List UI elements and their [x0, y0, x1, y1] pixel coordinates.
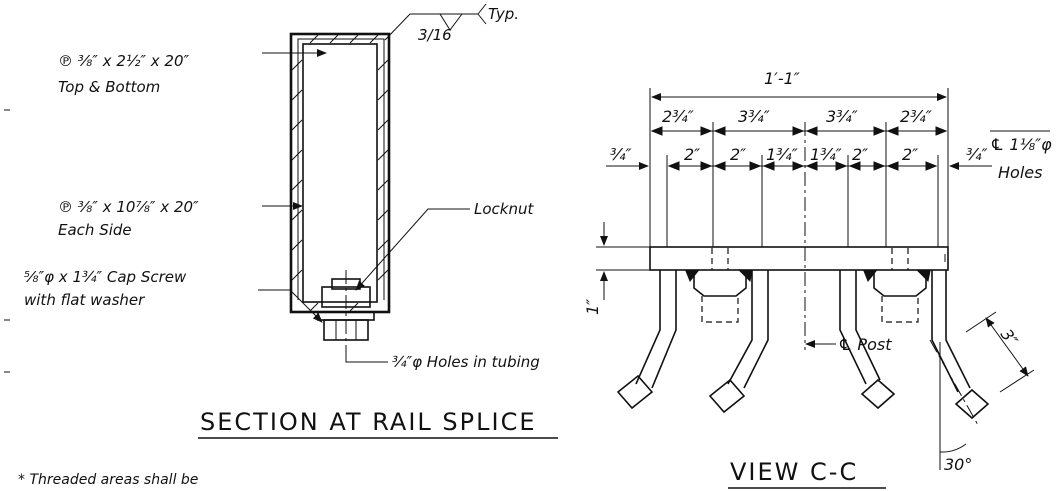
holes-sub-right: Holes — [998, 163, 1042, 182]
inner-plate-line — [297, 38, 385, 300]
dim-row1-b: 3¾″ — [738, 107, 770, 126]
dim-row2-a: ¾″ — [610, 145, 632, 164]
dim-row1-a: 2¾″ — [662, 107, 694, 126]
weld-note: Typ. — [488, 5, 519, 23]
wall-hatching — [291, 34, 389, 312]
dim-row2-g: 2″ — [902, 145, 918, 164]
foot-2 — [708, 378, 746, 414]
cap-screw-head — [323, 319, 369, 341]
holes-label-right: ℄ 1⅛″φ — [990, 135, 1052, 154]
plate-side-sub: Each Side — [58, 221, 132, 239]
dim-row2-e: 1¾″ — [810, 145, 842, 164]
dim-angle: 30° — [944, 455, 972, 474]
plate-top-bottom-sub: Top & Bottom — [58, 78, 160, 96]
plate-side-label: ℗ ³⁄₈″ x 10⁷⁄₈″ x 20″ — [58, 198, 199, 216]
cap-screw-label: ⁵⁄₈″φ x 1¾″ Cap Screw — [24, 268, 187, 286]
foot-3 — [860, 378, 896, 410]
holes-label: ¾″φ Holes in tubing — [392, 353, 540, 371]
dim-overall-text: 1′-1″ — [764, 69, 800, 88]
nut-left — [693, 271, 747, 297]
section-title: SECTION AT RAIL SPLICE — [200, 408, 537, 436]
dim-row2-c: 2″ — [730, 145, 746, 164]
nut-right — [873, 271, 927, 297]
dim-row2-h: ¾″ — [966, 145, 988, 164]
footnote: * Threaded areas shall be — [18, 472, 198, 488]
dim-leg: 3″ — [997, 325, 1022, 349]
dim-row2-b: 2″ — [684, 145, 700, 164]
section-rail-splice: 3/16 Typ. ℗ ³⁄₈″ x 2½″ x 20″ Top & Botto… — [18, 3, 558, 488]
view-c-c: 1′-1″ 2¾″ 3¾″ 3¾″ 2¾″ ¾″ 2″ 2″ 1¾″ 1¾″ 2… — [583, 69, 1052, 489]
weld-size: 3/16 — [418, 26, 452, 44]
dim-row2-d: 1¾″ — [766, 145, 798, 164]
weld-leader — [384, 13, 478, 41]
base-plate — [649, 246, 949, 271]
dim-row2-f: 2″ — [852, 145, 868, 164]
locknut-label: Locknut — [474, 200, 534, 218]
foot-1 — [616, 374, 654, 410]
weld-symbol — [439, 13, 463, 31]
plate-top-bottom-label: ℗ ³⁄₈″ x 2½″ x 20″ — [58, 52, 190, 70]
tube-inner-wall — [302, 43, 378, 303]
cap-screw-sub: with flat washer — [24, 291, 145, 309]
view-title: VIEW C-C — [730, 458, 858, 486]
dim-row1-c: 3¾″ — [826, 107, 858, 126]
dim-vertical: 1″ — [583, 299, 602, 315]
dim-row1-d: 2¾″ — [900, 107, 932, 126]
foot-4 — [954, 388, 990, 420]
post-label: ℄ Post — [838, 335, 892, 354]
tube-outer-wall — [289, 32, 391, 314]
